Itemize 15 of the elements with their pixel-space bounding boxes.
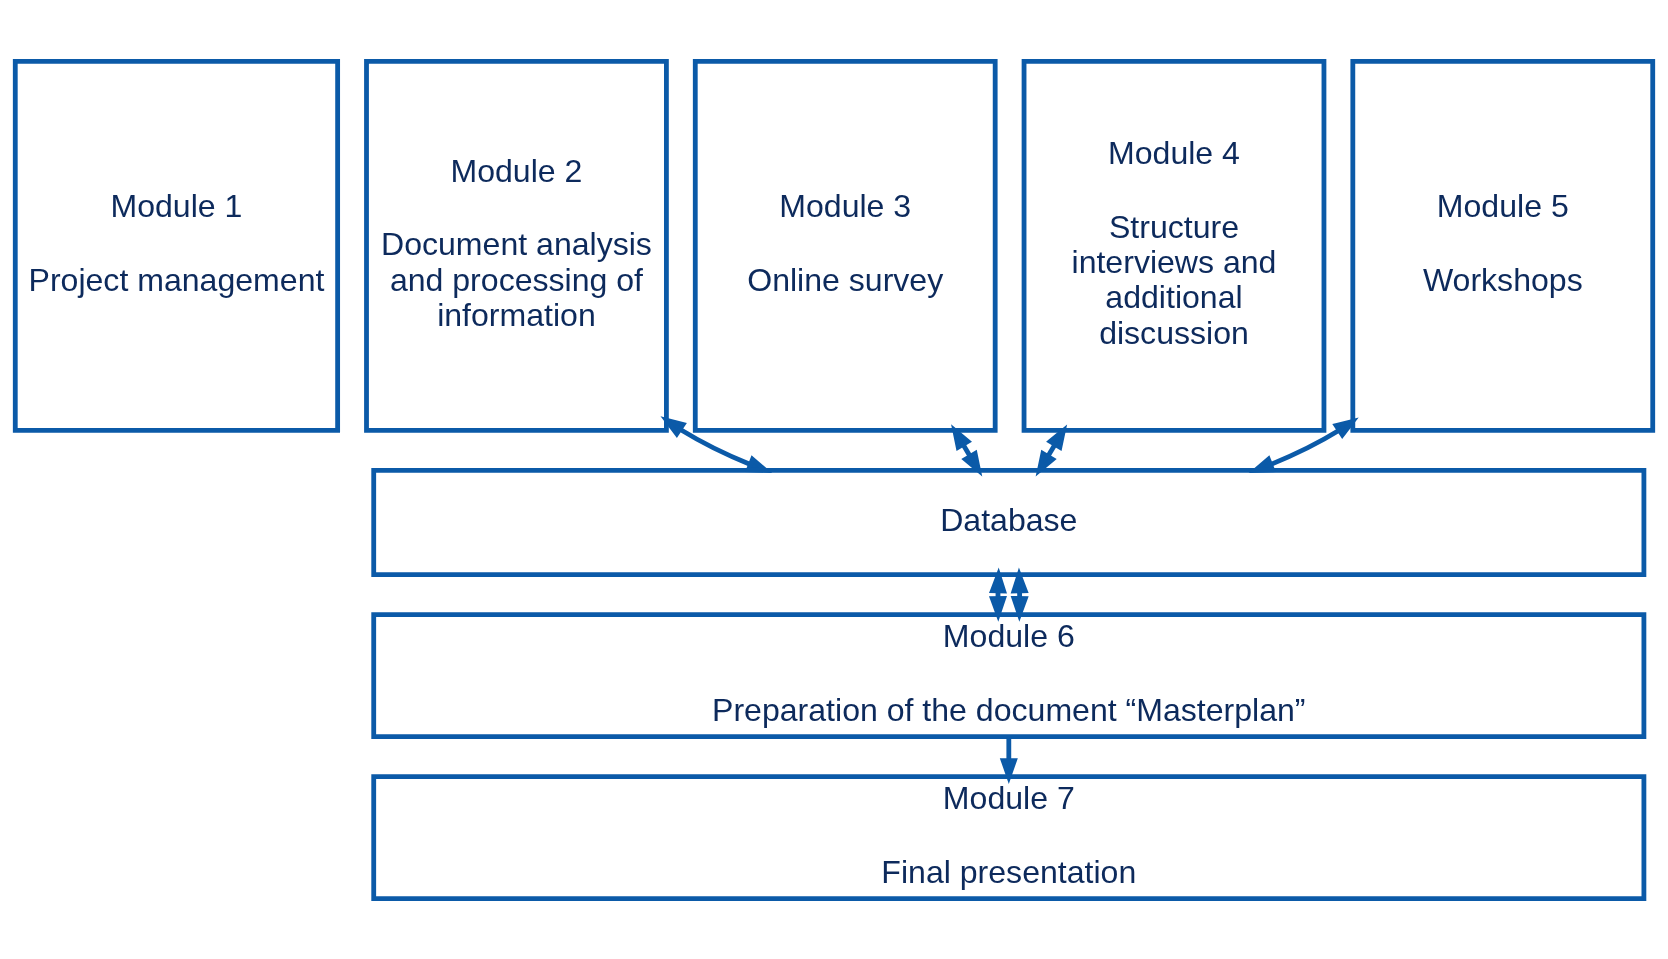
arrow — [660, 415, 773, 473]
arrow — [1248, 416, 1359, 473]
node-box: Module 3 Online survey — [692, 58, 998, 433]
arrow — [999, 736, 1018, 784]
node-box: Module 2 Document analysis and processing of information — [364, 58, 669, 433]
node-box: Module 5 Workshops — [1350, 58, 1656, 433]
node-box: Module 6 Preparation of the document “Masterplan” — [371, 611, 1647, 739]
node-box: Module 4 Structure interviews and additional discussion — [1021, 58, 1327, 433]
arrow — [1010, 567, 1029, 622]
arrow — [1035, 423, 1068, 476]
arrow — [988, 567, 1007, 622]
node-box: Module 1 Project management — [12, 58, 341, 433]
node-box: Database — [371, 467, 1647, 577]
node-box: Module 7 Final presentation — [371, 773, 1647, 901]
arrow — [951, 423, 983, 476]
